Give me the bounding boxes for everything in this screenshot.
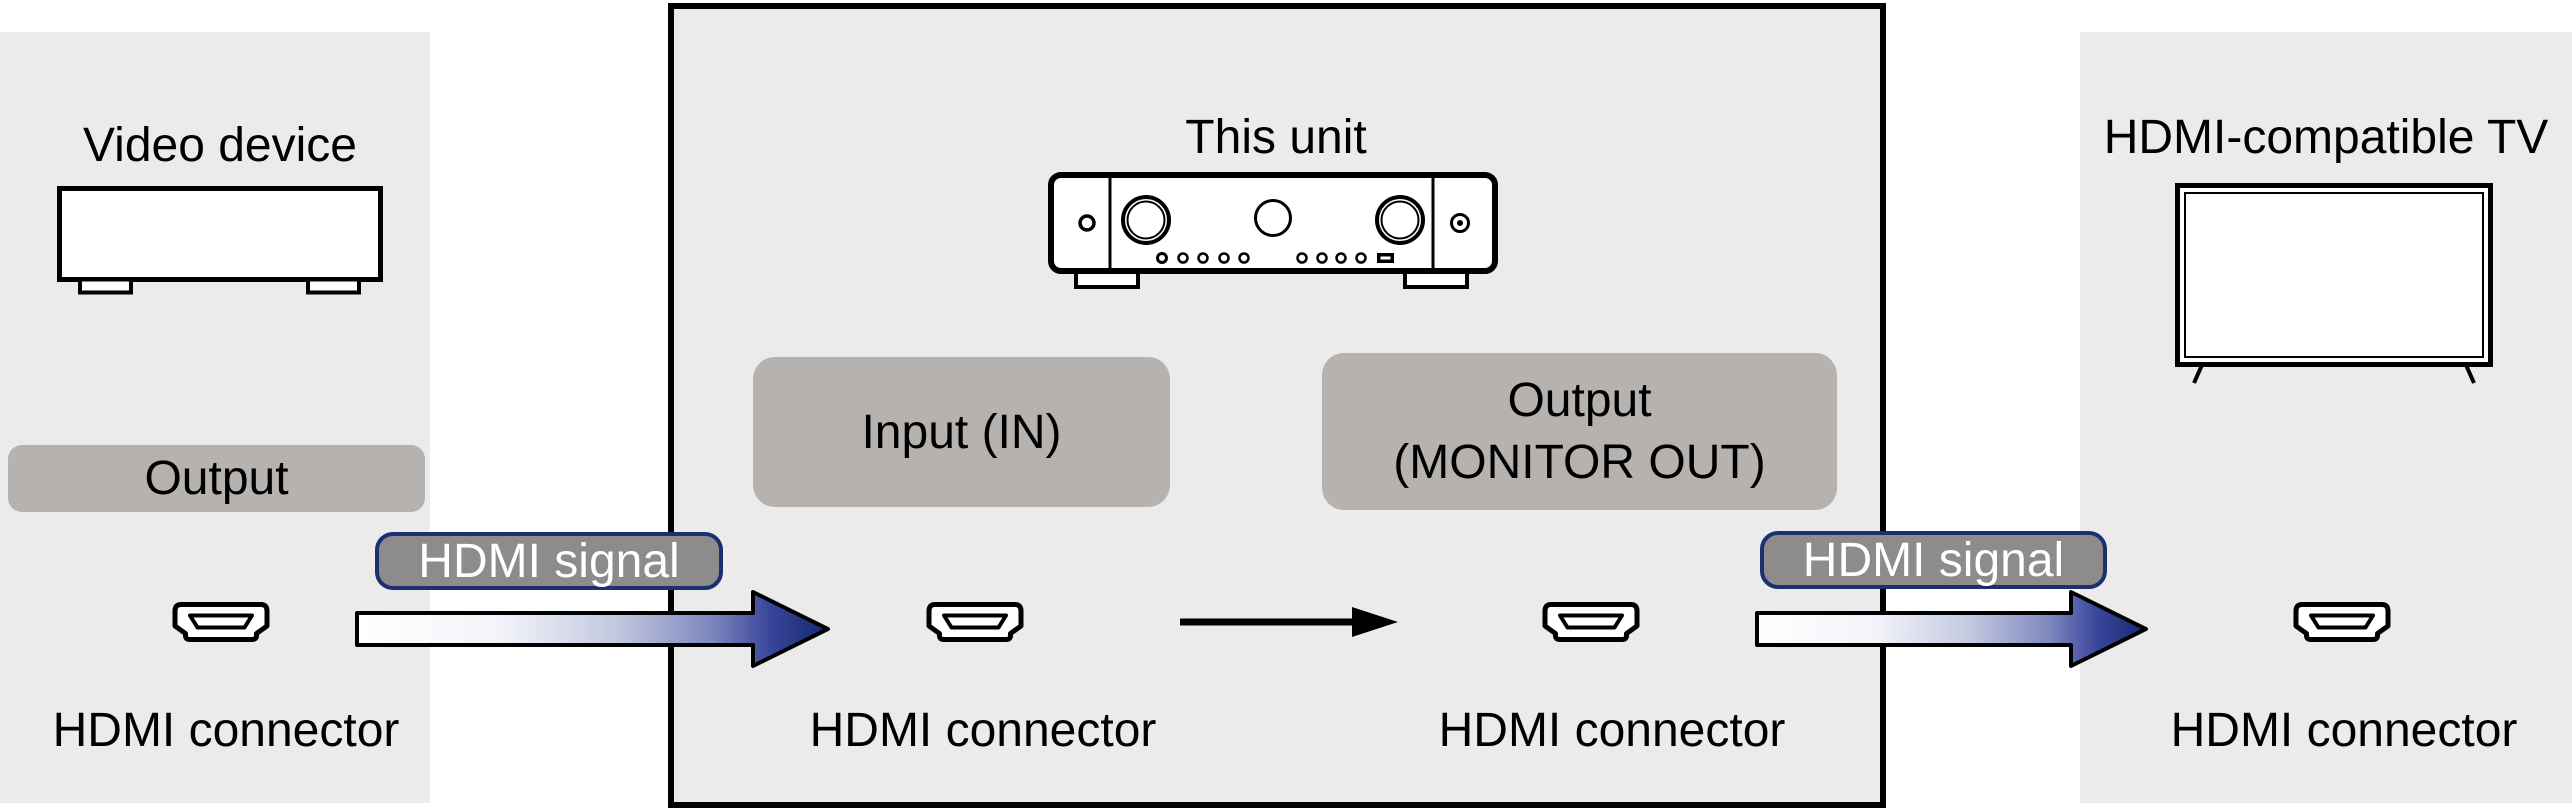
- av-receiver-icon: [1048, 172, 1498, 289]
- hdmi-port-icon-unit-out: [1542, 602, 1640, 642]
- hdmi-signal-badge-right: HDMI signal: [1760, 531, 2107, 589]
- tv-panel: [2080, 32, 2572, 803]
- internal-signal-arrow: [1180, 607, 1398, 637]
- monitor-out-badge: Output (MONITOR OUT): [1322, 353, 1837, 510]
- input-badge-label: Input (IN): [861, 405, 1062, 459]
- hdmi-port-icon-source: [172, 602, 270, 642]
- tv-icon: [2175, 183, 2493, 384]
- output-badge-label: Output: [144, 452, 289, 505]
- hdmi-signal-arrow-left: [355, 590, 830, 668]
- hdmi-port-icon-tv: [2293, 602, 2391, 642]
- video-device-panel: [0, 32, 430, 803]
- hdmi-signal-badge-left: HDMI signal: [375, 532, 723, 590]
- input-badge: Input (IN): [753, 357, 1170, 507]
- monitor-out-badge-line1: Output: [1507, 373, 1652, 427]
- video-device-title: Video device: [83, 119, 357, 172]
- monitor-out-badge-line2: (MONITOR OUT): [1393, 435, 1766, 489]
- hdmi-connector-label-unit-in: HDMI connector: [809, 704, 1157, 757]
- this-unit-title: This unit: [1185, 111, 1367, 164]
- output-badge: Output: [8, 445, 425, 512]
- hdmi-signal-badge-left-label: HDMI signal: [418, 534, 680, 588]
- hdmi-connector-label-unit-out: HDMI connector: [1438, 704, 1786, 757]
- hdmi-connector-label-tv: HDMI connector: [2170, 704, 2518, 757]
- tv-title: HDMI-compatible TV: [2103, 111, 2549, 164]
- hdmi-signal-badge-right-label: HDMI signal: [1802, 533, 2065, 587]
- hdmi-port-icon-unit-in: [926, 602, 1024, 642]
- hdmi-signal-arrow-right: [1755, 590, 2148, 668]
- hdmi-connector-label-source: HDMI connector: [52, 704, 400, 757]
- video-device-icon: [57, 186, 383, 295]
